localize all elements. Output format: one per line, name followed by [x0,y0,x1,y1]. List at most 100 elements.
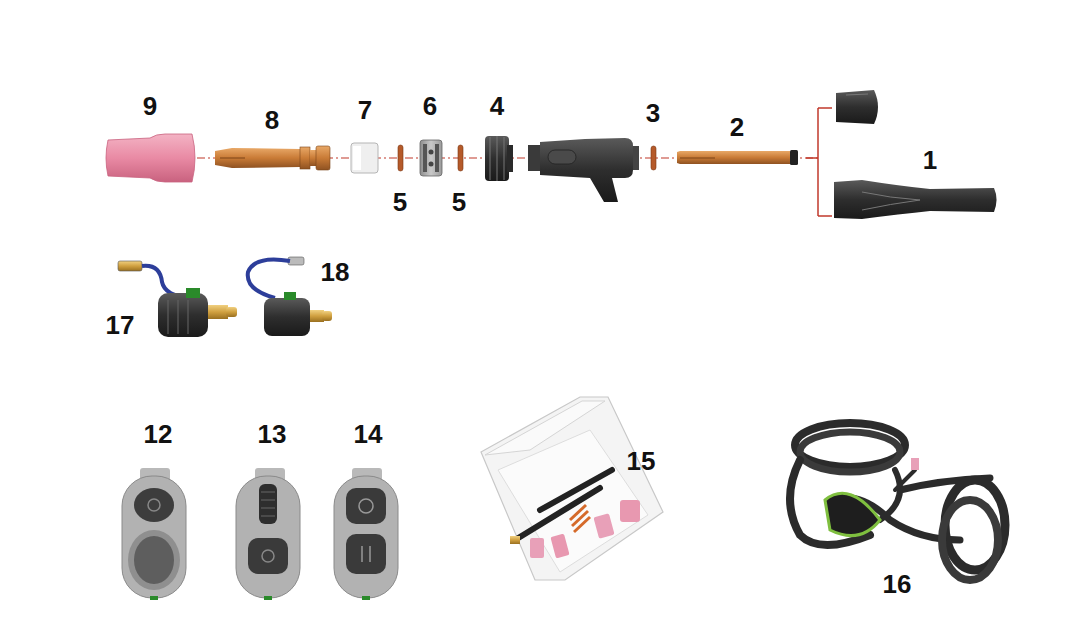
accessory-kit [570,505,586,520]
torch-connector [264,298,310,336]
callout-number: 9 [143,91,157,121]
callout-number: 1 [923,145,937,175]
accessory-kit [550,534,569,559]
callout-number: 15 [627,446,656,476]
callout-number: 3 [646,100,660,126]
torch-switch [346,534,386,574]
torch-connector [186,288,200,298]
callout-number: 9 [143,93,157,119]
clamping-nut [485,136,513,181]
callout-number: 13 [258,419,287,449]
torch-switch [134,536,174,584]
accessory-kit [515,488,600,540]
torch-connector [310,310,324,322]
torch-switch [150,596,158,600]
gas-diffuser [423,144,427,172]
callout-number: 12 [144,419,173,449]
torch-switch [369,546,371,562]
collet-body [215,148,300,168]
torch-connector [226,307,237,317]
torch-connector [322,311,332,321]
torch-connector [288,257,304,265]
torch-connector [248,257,332,336]
torch-cable [942,500,998,580]
callout-number: 12 [144,421,173,447]
torch-cable [800,432,900,472]
collet-body [220,158,245,159]
back-cap-short [836,90,878,124]
callout-number: 8 [265,107,279,133]
torch-head [528,138,639,202]
torch-head [540,138,633,202]
torch-switch [362,596,370,600]
callout-number: 3 [646,98,660,128]
torch-switch [134,488,174,522]
callout-number: 16 [883,569,912,599]
collet [790,150,798,165]
torch-switch [261,508,275,509]
torch-switch [346,488,386,524]
bracket [818,107,832,109]
back-cap-short [846,94,868,95]
callout-number: 14 [354,419,383,449]
back-cap-short [836,90,878,124]
collet [677,150,798,165]
insulator-ring [353,146,361,170]
collet-body [300,147,310,169]
callout-number: 7 [358,97,372,123]
torch-connector [118,261,237,337]
back-cap-long [862,192,920,210]
torch-cable [895,470,915,490]
torch-connector [188,300,189,334]
callout-number: 15 [627,448,656,474]
callout-number: 2 [730,112,744,142]
o-ring [458,145,463,171]
torch-switch [334,476,398,598]
torch-switch [261,516,275,517]
callout-number: 2 [730,114,744,140]
ceramic-nozzle [106,134,195,182]
torch-switch [248,538,288,574]
torch-switch [361,546,363,562]
torch-connector [168,300,169,334]
torch-cable [790,423,1005,580]
callout-number: 1 [923,147,937,173]
insulator-ring [351,143,378,173]
accessory-kit [498,430,648,572]
callout-number: 17 [106,310,135,340]
torch-head [528,145,542,171]
o-ring [398,145,403,171]
torch-connector [208,305,228,319]
torch-switch [128,530,180,590]
accessory-kit [540,470,612,510]
torch-connector [248,259,290,298]
accessory-kit [510,536,520,544]
ceramic-nozzle [106,134,195,182]
callout-number: 7 [358,95,372,125]
gas-diffuser [420,140,442,176]
gas-diffuser [429,150,434,155]
torch-switch [236,476,300,598]
accessory-kit [620,500,640,522]
bracket [806,108,832,216]
torch-switch [236,468,300,600]
accessory-kit [481,397,663,580]
torch-switch [264,596,272,600]
torch-switch [261,500,275,501]
callout-number: 6 [423,93,437,119]
collet [677,151,790,164]
accessory-kit [572,511,588,526]
collet [680,158,715,159]
callout-number: 6 [423,91,437,121]
torch-connector [118,261,142,271]
callout-number: 18 [321,259,350,285]
torch-switch [334,468,398,600]
gas-diffuser [429,162,434,167]
clamping-nut [485,136,509,181]
accessory-kit [481,397,663,580]
callout-number: 5 [452,189,466,215]
torch-connector [158,293,208,337]
bracket [817,108,819,216]
accessory-kit [593,513,614,538]
